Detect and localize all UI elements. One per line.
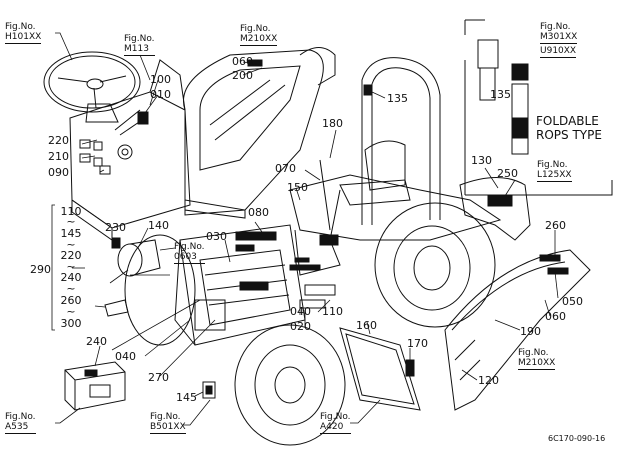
fig-ref-a420: Fig.No.A420 [320,412,351,434]
part-110: 110 [322,305,343,318]
part-250: 250 [497,167,518,180]
right-fender-drawing [444,249,591,411]
sequence-110: 110 [60,205,82,218]
rops-bar-drawing [361,57,441,225]
part-135-foldable: 135 [490,88,511,101]
tilde-3: ~ [66,260,76,273]
horn-drawing [111,237,161,277]
fig-ref-u910xx: U910XX [540,46,577,58]
part-090: 090 [48,166,69,179]
part-020: 020 [290,320,311,333]
part-040-lower: 040 [115,350,136,363]
fig-ref-m210xx-right: Fig.No.M210XX [518,348,556,370]
front-grille-drawing [174,224,310,346]
part-150: 150 [287,181,308,194]
fig-ref-b501xx: Fig.No.B501XX [150,412,186,434]
part-240: 240 [86,335,107,348]
radiator-drawing [339,327,421,411]
foldable-label: FOLDABLE [536,114,599,128]
fig-ref-m301xx: Fig.No.M301XX [540,22,578,44]
fig-ref-l125xx: Fig.No.L125XX [537,160,572,182]
fig-ref-a535: Fig.No.A535 [5,412,36,434]
leader-lines [55,32,559,426]
part-145: 145 [176,391,197,404]
sequence-260: 260 [60,294,82,307]
part-230: 230 [105,221,126,234]
part-220: 220 [48,134,69,147]
part-100: 100 [150,73,171,86]
drawing-code: 6C170-090-16 [548,434,606,443]
part-130: 130 [471,154,492,167]
part-030: 030 [206,230,227,243]
hood-drawing [183,47,336,219]
part-120: 120 [478,374,499,387]
part-260: 260 [545,219,566,232]
part-210: 210 [48,150,69,163]
part-060-fender: 060 [545,310,566,323]
part-190: 190 [520,325,541,338]
fig-ref-0603: Fig.No.0603 [174,242,205,264]
part-135: 135 [387,92,408,105]
tilde-1: ~ [66,215,76,228]
sequence-220: 220 [60,249,82,262]
step-drawing [459,177,531,241]
sequence-145: 145 [60,227,82,240]
sequence-300: 300 [60,317,82,330]
part-170: 170 [407,337,428,350]
part-290: 290 [30,263,51,276]
steering-wheel-drawing [43,51,191,241]
part-200: 200 [232,69,253,82]
sequence-240: 240 [60,271,82,284]
seat-drawing [339,140,411,206]
fig-ref-m210xx-top: Fig.No.M210XX [240,24,278,46]
part-180: 180 [322,117,343,130]
foldable-rops-drawing [464,19,613,196]
wheels-drawing [124,202,496,446]
part-080: 080 [248,206,269,219]
part-140: 140 [148,219,169,232]
battery-drawing [64,361,126,411]
tilde-5: ~ [66,305,76,318]
tilde-4: ~ [66,282,76,295]
part-270: 270 [148,371,169,384]
part-040: 040 [290,305,311,318]
part-070: 070 [275,162,296,175]
part-010: 010 [150,88,171,101]
part-050: 050 [562,295,583,308]
part-160: 160 [356,319,377,332]
fig-ref-m113: Fig.No.M113 [124,34,155,56]
part-060: 060 [232,55,253,68]
rops-type-label: ROPS TYPE [536,128,602,142]
tilde-2: ~ [66,238,76,251]
fig-ref-h101xx: Fig.No.H101XX [5,22,42,44]
